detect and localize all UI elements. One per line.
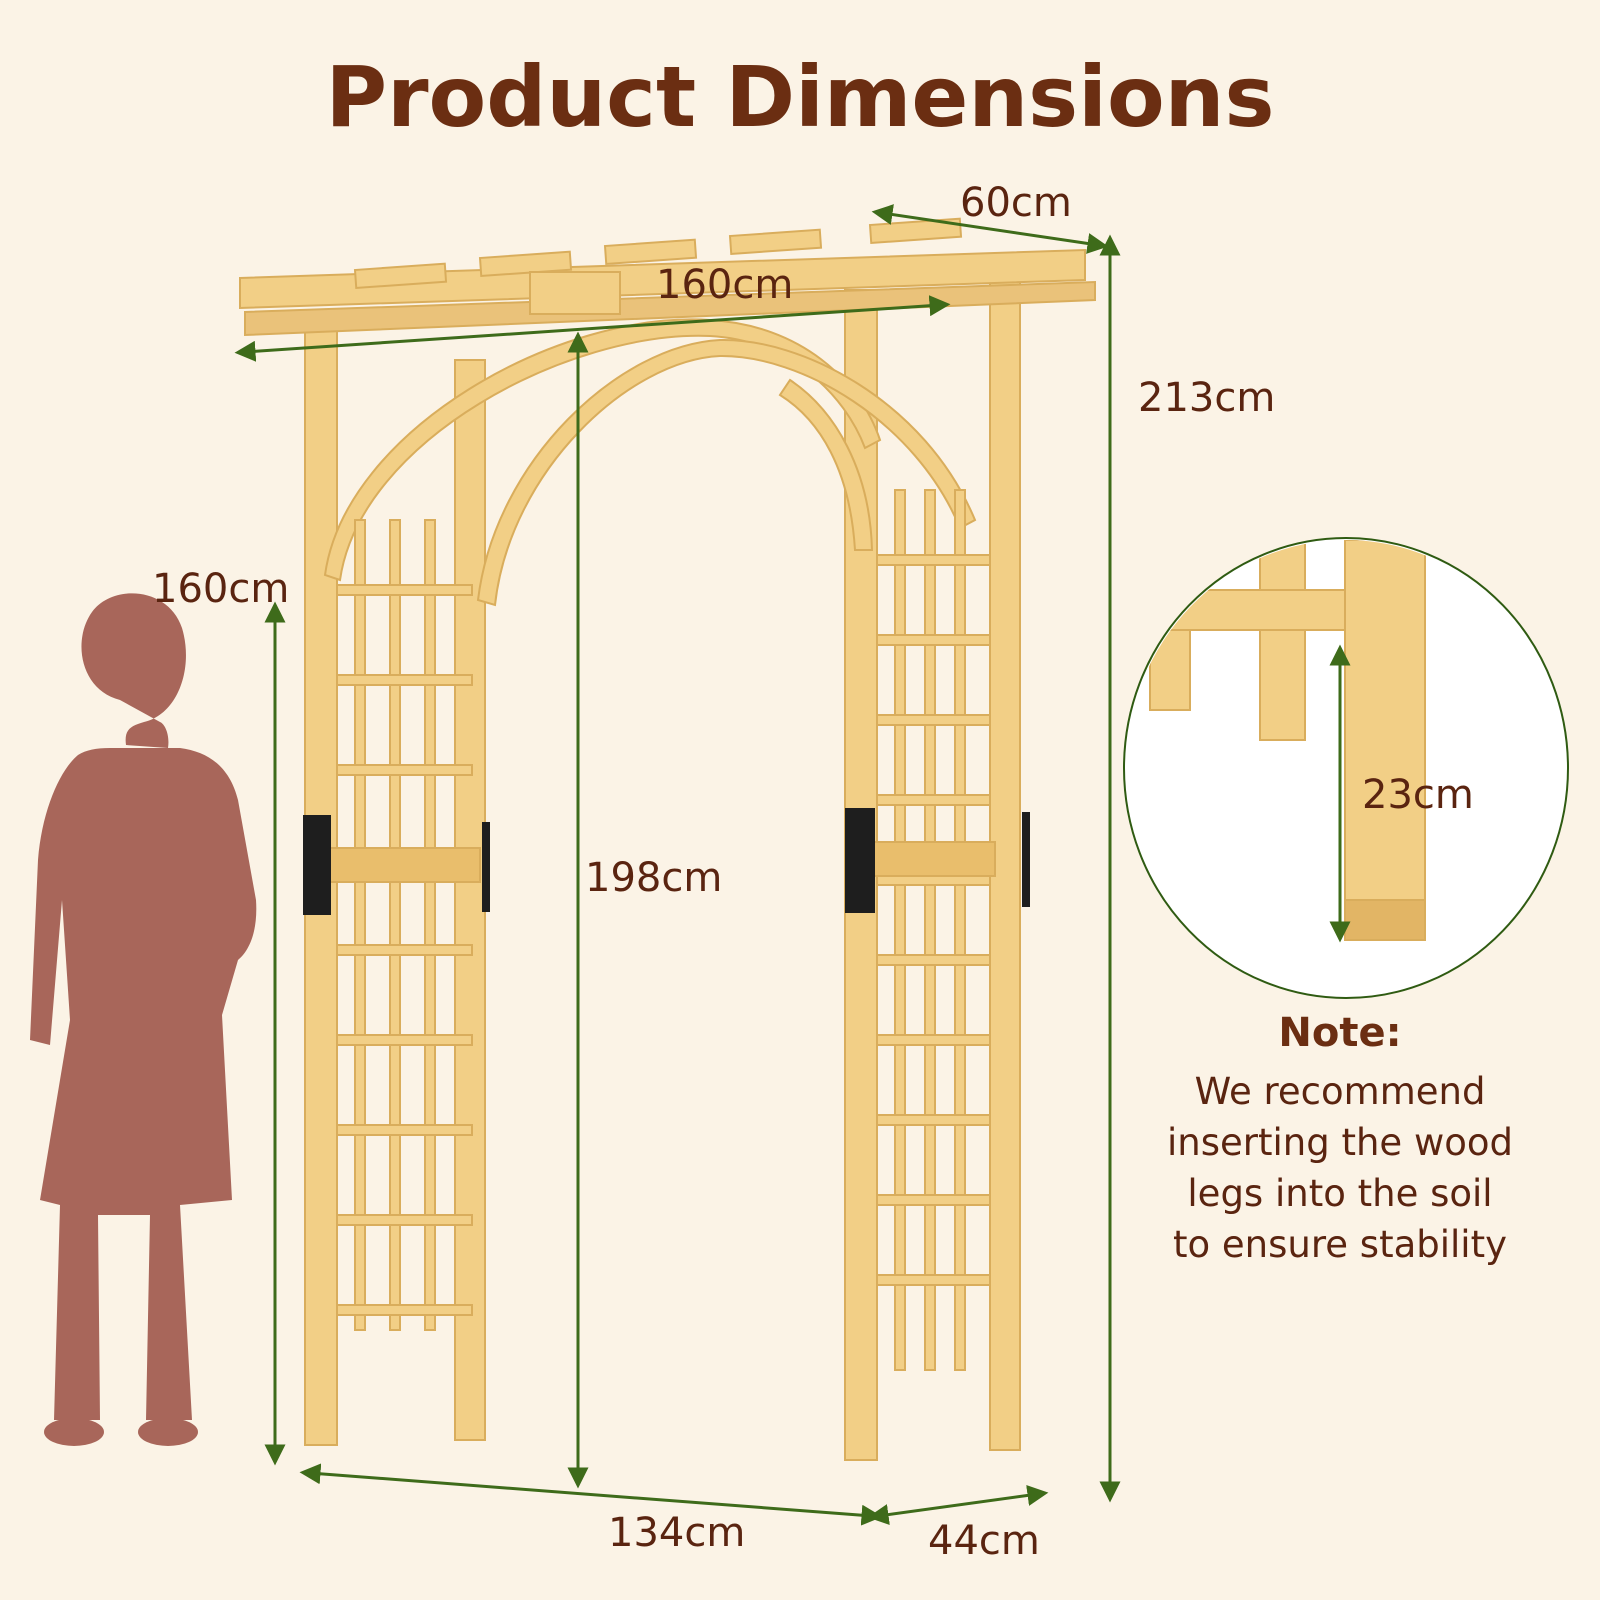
trellis-rung: [876, 554, 991, 566]
trellis-rung: [876, 794, 991, 806]
trellis-rung: [876, 1114, 991, 1126]
trellis-rung: [876, 1194, 991, 1206]
trellis-rung: [336, 1124, 473, 1136]
note-line: inserting the wood: [1167, 1121, 1513, 1164]
base-depth-line: [867, 1485, 1049, 1525]
note-line: We recommend: [1194, 1070, 1486, 1113]
top-depth-label: 60cm: [960, 180, 1072, 226]
page-title: Product Dimensions: [325, 48, 1275, 146]
leg-detail-zoom: [1123, 537, 1569, 999]
metal-brackets: [303, 808, 1030, 915]
trellis-rung: [336, 584, 473, 596]
trellis-rung: [876, 1274, 991, 1286]
dimension-lines: [234, 204, 1121, 1526]
base-width-label: 134cm: [608, 1510, 746, 1556]
cross-braces: [329, 841, 996, 883]
note-text: We recommend inserting the wood legs int…: [1120, 1066, 1560, 1270]
base-width-line: [299, 1463, 883, 1526]
person-silhouette: [30, 593, 257, 1446]
note-line: legs into the soil: [1187, 1172, 1493, 1215]
trellis-rung: [336, 944, 473, 956]
top-width-label: 160cm: [656, 262, 794, 308]
trellis-rung: [876, 1034, 991, 1046]
trellis-rung: [336, 764, 473, 776]
trellis-rung: [336, 1034, 473, 1046]
trellis-rung: [876, 634, 991, 646]
inner-height-label: 198cm: [585, 855, 723, 901]
top-depth-line: [871, 204, 1109, 254]
trellis-rung: [876, 954, 991, 966]
top-width-line: [234, 295, 951, 362]
note-line: to ensure stability: [1173, 1223, 1507, 1266]
person-height-label: 160cm: [152, 566, 290, 612]
trellis-rung: [336, 674, 473, 686]
trellis-rung: [876, 714, 991, 726]
trellis-rung: [336, 1304, 473, 1316]
trellis-rung: [336, 1214, 473, 1226]
leg-insert-label: 23cm: [1362, 772, 1474, 818]
total-height-label: 213cm: [1138, 375, 1276, 421]
note-title: Note:: [1278, 1010, 1402, 1056]
base-depth-label: 44cm: [928, 1518, 1040, 1564]
